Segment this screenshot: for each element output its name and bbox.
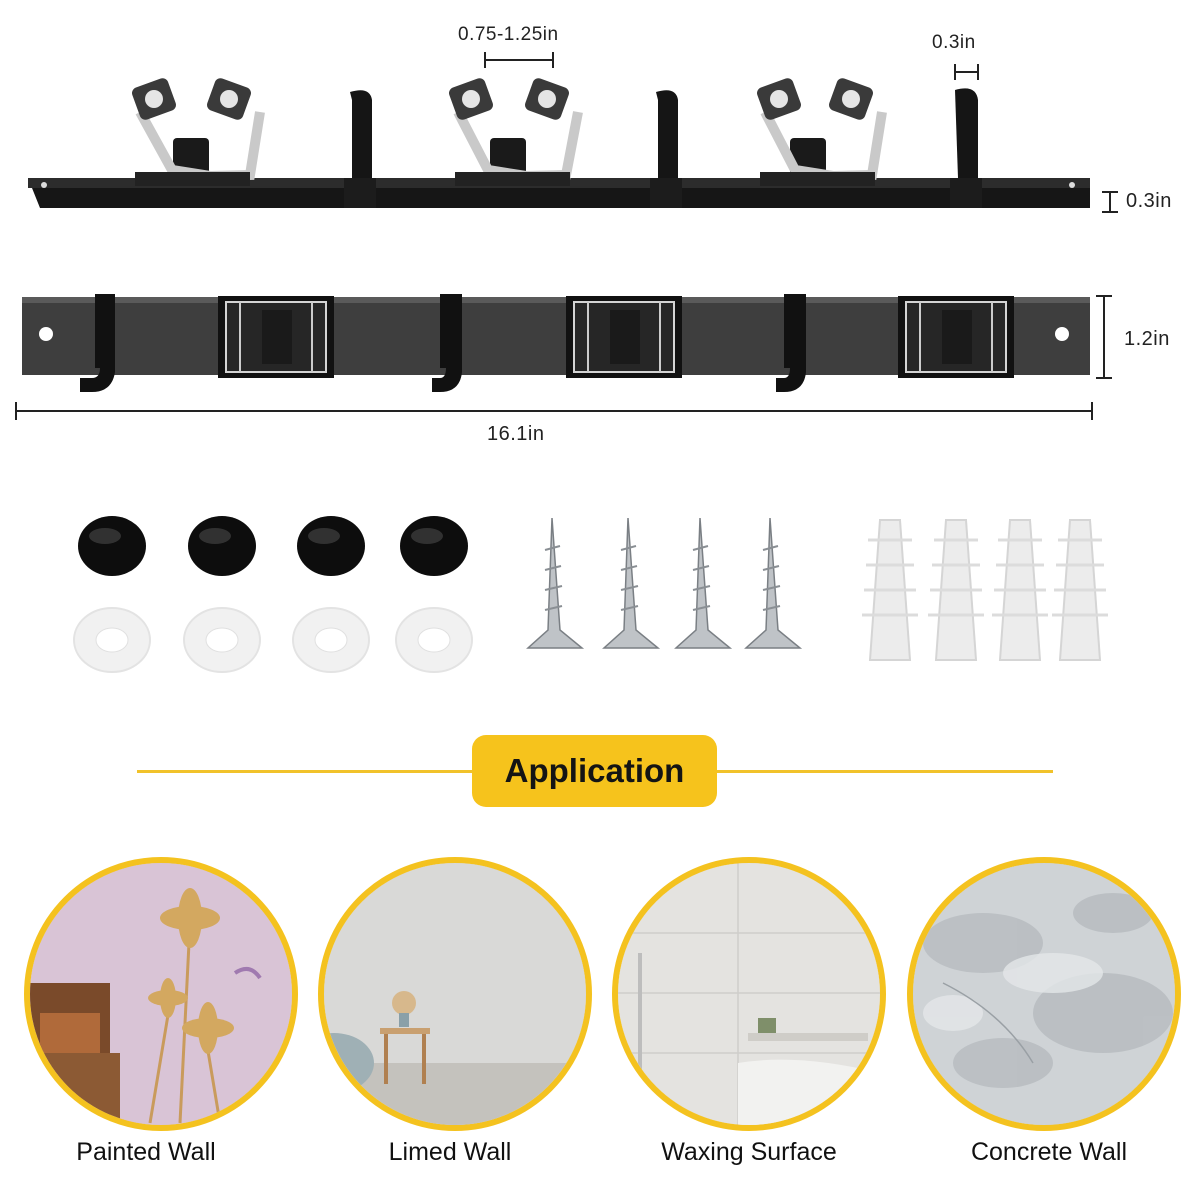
hook-1	[344, 90, 376, 208]
hook-2	[650, 90, 682, 208]
clip-gap-dimension	[484, 52, 554, 68]
clip-group-1	[132, 78, 265, 186]
waxing-surface-image	[612, 857, 886, 1131]
concrete-wall-image	[907, 857, 1181, 1131]
hardware-kit	[73, 516, 1108, 673]
concrete-wall-caption: Concrete Wall	[970, 1138, 1128, 1166]
clip-group-2	[449, 78, 583, 186]
hook-3	[950, 88, 982, 208]
screw-caps	[78, 516, 468, 576]
screws	[526, 517, 803, 649]
clip-gap-label: 0.75-1.25in	[458, 24, 559, 45]
limed-wall-caption: Limed Wall	[388, 1138, 512, 1166]
application-title: Application	[472, 735, 717, 807]
application-divider-left	[137, 770, 472, 773]
painted-wall-image	[24, 857, 298, 1131]
limed-wall-image	[318, 857, 592, 1131]
rail-length-label: 16.1in	[487, 423, 545, 445]
waxing-surface-caption: Waxing Surface	[661, 1138, 837, 1166]
rail-thickness-dimension	[1102, 191, 1118, 213]
clip-group-3	[757, 78, 887, 186]
application-divider-right	[717, 770, 1053, 773]
rail-front-view	[22, 294, 1090, 392]
hook-width-label: 0.3in	[932, 32, 976, 53]
rail-height-label: 1.2in	[1124, 328, 1170, 350]
rail-height-dimension	[1096, 295, 1112, 379]
rail-length-dimension	[15, 402, 1093, 420]
painted-wall-caption: Painted Wall	[76, 1138, 216, 1166]
rail-top-view	[15, 52, 1118, 420]
rail-thickness-label: 0.3in	[1126, 190, 1172, 212]
washers	[73, 607, 473, 673]
hook-width-dimension	[954, 64, 979, 80]
